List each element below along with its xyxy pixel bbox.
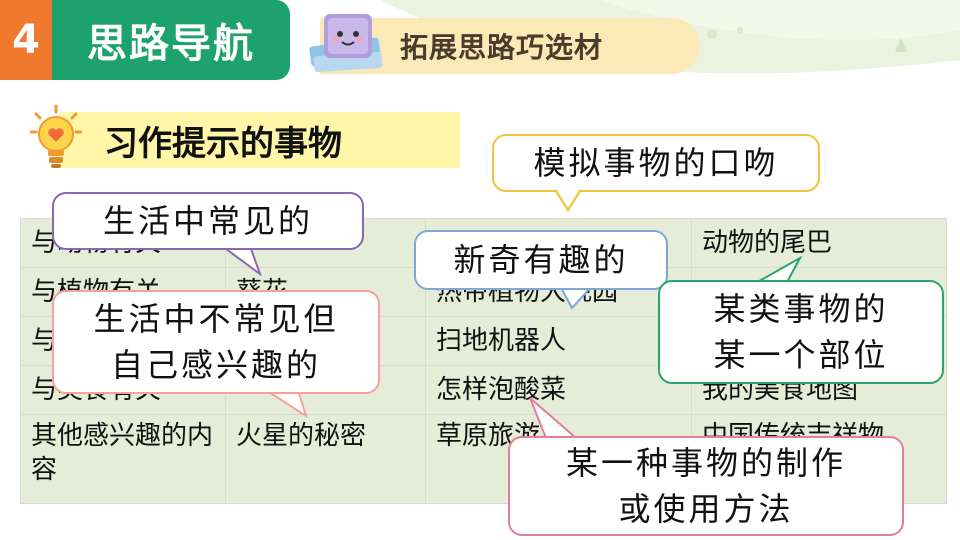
table-cell: 火星的秘密 <box>225 414 426 504</box>
bubble-tail-fill <box>556 189 580 208</box>
bubble-tail <box>220 246 280 276</box>
bubble-method: 某一种事物的制作 或使用方法 <box>508 436 904 536</box>
book-mascot-icon <box>309 14 383 73</box>
ribbon-title: 拓展思路巧选材 <box>400 31 604 64</box>
bubble-text: 生活中不常见但 <box>93 300 339 338</box>
ribbon-banner <box>320 18 700 74</box>
bubble-text: 某一个部位 <box>713 336 889 374</box>
bubble-common: 生活中常见的 <box>52 192 364 250</box>
bubble-text: 或使用方法 <box>618 490 794 528</box>
bubble-text: 生活中常见的 <box>102 202 313 240</box>
table-cell: 怎样泡酸菜 <box>425 365 692 415</box>
bubble-mimic: 模拟事物的口吻 <box>492 134 820 212</box>
section-title: 思路导航 <box>52 0 290 80</box>
bubble-text: 自己感兴趣的 <box>110 346 321 384</box>
bubble-text: 某类事物的 <box>713 290 889 328</box>
bubble-tail <box>262 390 322 418</box>
section-number: 4 <box>0 0 52 80</box>
bubble-text: 模拟事物的口吻 <box>533 144 779 182</box>
table-cell: 其他感兴趣的内容 <box>20 414 226 504</box>
page-subtitle: 习作提示的事物 <box>104 123 342 164</box>
bubble-text: 某一种事物的制作 <box>565 444 846 482</box>
bubble-uncommon: 生活中不常见但 自己感兴趣的 <box>52 290 380 394</box>
table-cell: 动物的尾巴 <box>691 218 947 268</box>
bubble-text: 新奇有趣的 <box>453 241 629 279</box>
subtitle-highlight <box>60 112 460 168</box>
table-cell: 扫地机器人 <box>425 316 692 366</box>
bubble-novel: 新奇有趣的 <box>414 230 668 290</box>
bubble-part: 某类事物的 某一个部位 <box>658 280 944 384</box>
bubble-tail <box>526 397 586 440</box>
lightbulb-icon <box>30 104 82 168</box>
